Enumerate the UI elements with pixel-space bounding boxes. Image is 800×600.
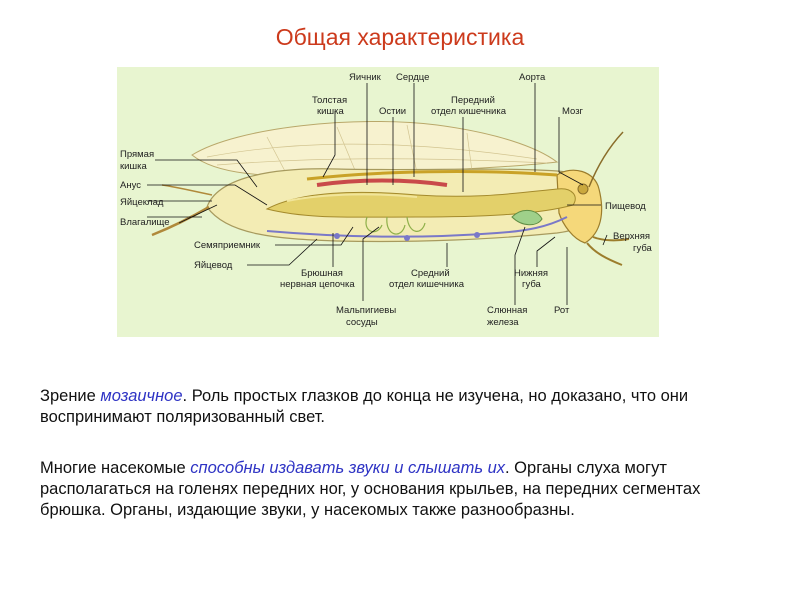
label-midgut-1: Средний: [411, 268, 450, 279]
label-large-intestine-1: Толстая: [312, 95, 347, 106]
label-lower-lip-1: Нижняя: [514, 268, 548, 279]
label-malpighian-2: сосуды: [346, 317, 378, 328]
label-foregut-1: Передний: [451, 95, 495, 106]
ganglion: [404, 235, 410, 241]
ganglion: [334, 233, 340, 239]
label-rectum-1: Прямая: [120, 149, 154, 160]
cercus: [161, 184, 213, 196]
label-heart: Сердце: [396, 72, 429, 83]
highlight-mosaic: мозаичное: [100, 387, 183, 405]
slide-title: Общая характеристика: [275, 24, 525, 50]
label-spermatheca: Семяприемник: [194, 240, 261, 251]
ovary: [316, 178, 448, 187]
label-anus: Анус: [120, 180, 141, 191]
paragraph-hearing-prefix: Многие насекомые: [40, 459, 191, 477]
highlight-sounds: способны издавать звуки и слышать их: [190, 459, 506, 477]
label-aorta: Аорта: [519, 72, 546, 83]
gut-highlight: [286, 193, 418, 202]
gut: [265, 188, 576, 218]
label-upper-lip-2: губа: [633, 243, 653, 254]
label-ovary: Яичник: [349, 72, 382, 83]
label-midgut-2: отдел кишечника: [389, 279, 465, 290]
mouthparts: [586, 236, 630, 266]
heart: [306, 170, 558, 181]
paragraph-vision: Зрение мозаичное. Роль простых глазков д…: [40, 386, 770, 428]
label-nerve-cord-1: Брюшная: [301, 268, 343, 279]
antenna: [588, 131, 624, 188]
insect-anatomy-diagram: Яичник Сердце Аорта Толстая кишка Остии …: [117, 67, 659, 337]
insect-anatomy-svg: Яичник Сердце Аорта Толстая кишка Остии …: [117, 67, 659, 337]
label-large-intestine-2: кишка: [317, 106, 344, 117]
insect-head: [556, 169, 603, 244]
label-rectum-2: кишка: [120, 161, 147, 172]
label-ostia: Остии: [379, 106, 406, 117]
ventral-nerve-cord: [266, 216, 568, 238]
label-ovipositor: Яйцеклад: [120, 197, 164, 208]
leader-lines: [147, 83, 608, 305]
label-upper-lip-1: Верхняя: [613, 231, 650, 242]
salivary-gland: [511, 210, 543, 226]
label-salivary-2: железа: [487, 317, 519, 328]
paragraph-vision-suffix: . Роль простых глазков до конца не изуче…: [40, 387, 689, 426]
paragraph-hearing-suffix: . Органы слуха могут располагаться на го…: [40, 459, 701, 519]
label-mouth: Рот: [554, 305, 570, 316]
wing-veins: [206, 124, 548, 176]
label-oviduct: Яйцевод: [194, 260, 233, 271]
label-esophagus: Пищевод: [605, 201, 646, 212]
label-foregut-2: отдел кишечника: [431, 106, 507, 117]
ganglion: [474, 232, 480, 238]
malpighian-tubules: [365, 216, 426, 235]
label-malpighian-1: Мальпигиевы: [336, 305, 396, 316]
paragraph-vision-prefix: Зрение: [40, 387, 101, 405]
label-lower-lip-2: губа: [522, 279, 542, 290]
label-vagina: Влагалище: [120, 217, 170, 228]
label-salivary-1: Слюнная: [487, 305, 527, 316]
label-nerve-cord-2: нервная цепочка: [280, 279, 355, 290]
label-brain: Мозг: [562, 106, 584, 117]
paragraph-hearing: Многие насекомые способны издавать звуки…: [40, 458, 770, 521]
brain: [577, 183, 589, 195]
